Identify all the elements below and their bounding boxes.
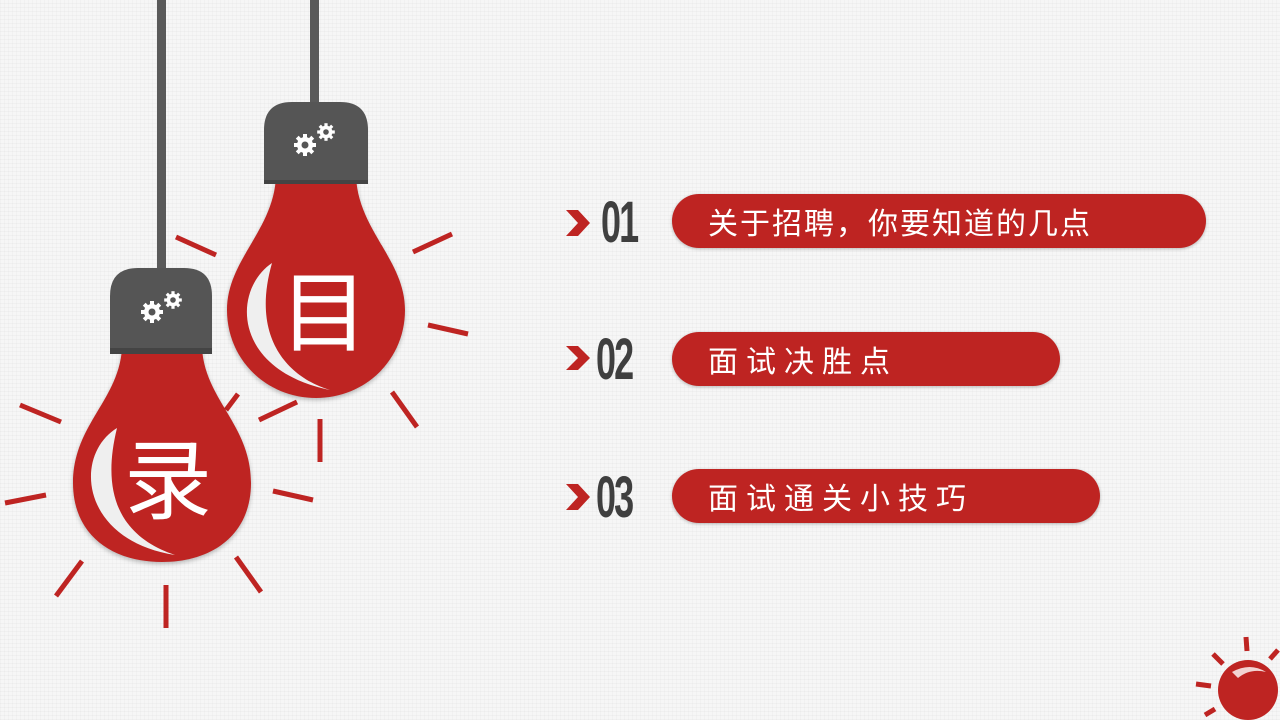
cord-left (157, 0, 166, 272)
lightbulb-icon-lower (73, 268, 251, 562)
lightbulb-icon-upper (227, 102, 405, 398)
item-number: 01 (601, 190, 639, 255)
toc-item-3[interactable]: 面试通关小技巧 (672, 469, 1100, 523)
toc-item-label: 关于招聘，你要知道的几点 (708, 207, 1092, 242)
title-char-mu: 目 (280, 262, 369, 365)
toc-item-label: 面试通关小技巧 (708, 482, 974, 517)
lightbulb-icon-corner (1195, 636, 1280, 720)
light-rays-lower (4, 402, 314, 628)
chevron-right-icons (566, 210, 590, 510)
cord-right (310, 0, 319, 104)
toc-item-2[interactable]: 面试决胜点 (672, 332, 1060, 386)
toc-item-label: 面试决胜点 (708, 345, 898, 380)
item-number: 02 (596, 327, 634, 392)
title-char-lu: 录 (124, 430, 213, 533)
item-number: 03 (596, 465, 634, 530)
toc-item-1[interactable]: 关于招聘，你要知道的几点 (672, 194, 1206, 248)
light-rays-upper (174, 231, 469, 462)
